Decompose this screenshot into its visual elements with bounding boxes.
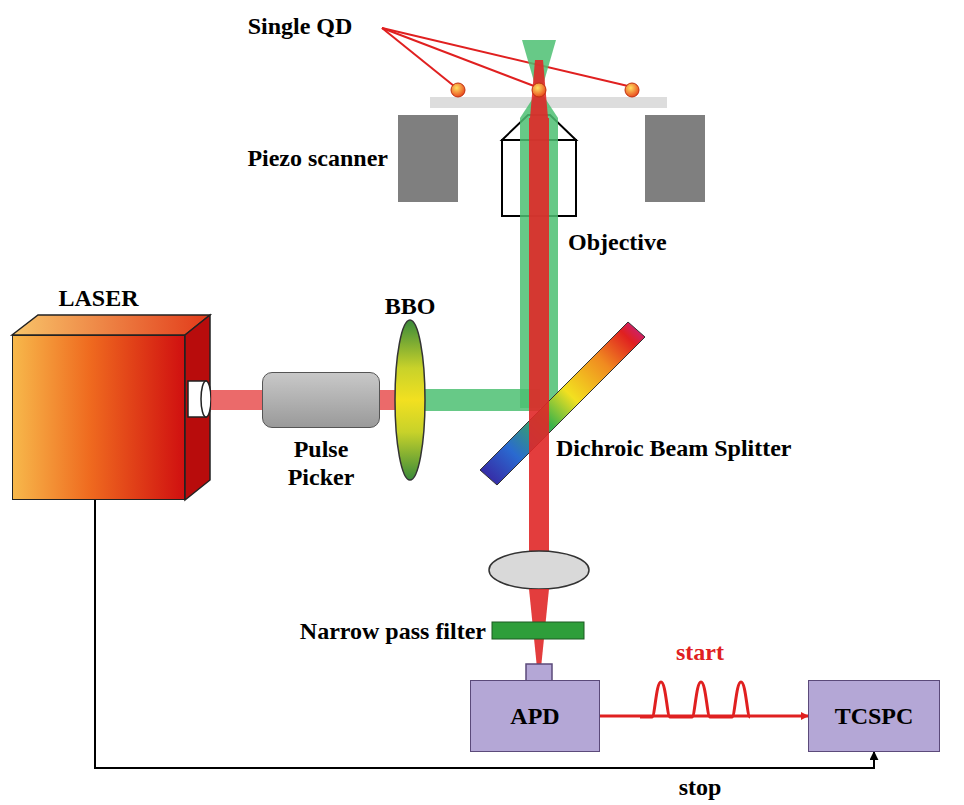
piezo-block — [398, 115, 458, 202]
signal-connector — [95, 500, 874, 768]
part-label: Objective — [568, 228, 667, 256]
node-label: LASER — [58, 284, 138, 312]
red-beam — [211, 390, 263, 410]
qd-leader-lines — [382, 28, 628, 86]
node-label: TCSPC — [835, 702, 914, 730]
laser-aperture-end — [201, 381, 211, 417]
collection-lens — [489, 551, 589, 589]
part-label: BBO — [385, 292, 436, 320]
signal-label: stop — [676, 773, 725, 801]
quantum-dot — [625, 83, 639, 97]
part-label: Narrow pass filter — [300, 617, 486, 645]
quantum-dot — [451, 83, 465, 97]
red-beam — [530, 60, 548, 118]
signal-label: start — [673, 638, 727, 666]
red-beam — [529, 118, 549, 566]
node-label: Pulse Picker — [271, 435, 371, 491]
part-label: Piezo scanner — [247, 144, 388, 172]
laser-side-face — [185, 315, 210, 500]
laser-top-face — [12, 315, 210, 335]
tcspc-box: TCSPC — [808, 680, 940, 752]
pulse-train — [640, 682, 750, 717]
piezo-block — [645, 115, 705, 202]
laser-box: LASER — [12, 335, 185, 500]
pulse-picker-box: Pulse Picker — [262, 372, 380, 428]
bbo-crystal — [395, 320, 425, 480]
part-label: Single QD — [248, 12, 353, 40]
signal-connector — [600, 715, 808, 718]
quantum-dot — [532, 83, 546, 97]
bandpass-filter — [492, 622, 584, 639]
node-label: APD — [510, 702, 559, 730]
part-label: Dichroic Beam Splitter — [556, 434, 792, 462]
apd-box: APD — [470, 680, 600, 752]
